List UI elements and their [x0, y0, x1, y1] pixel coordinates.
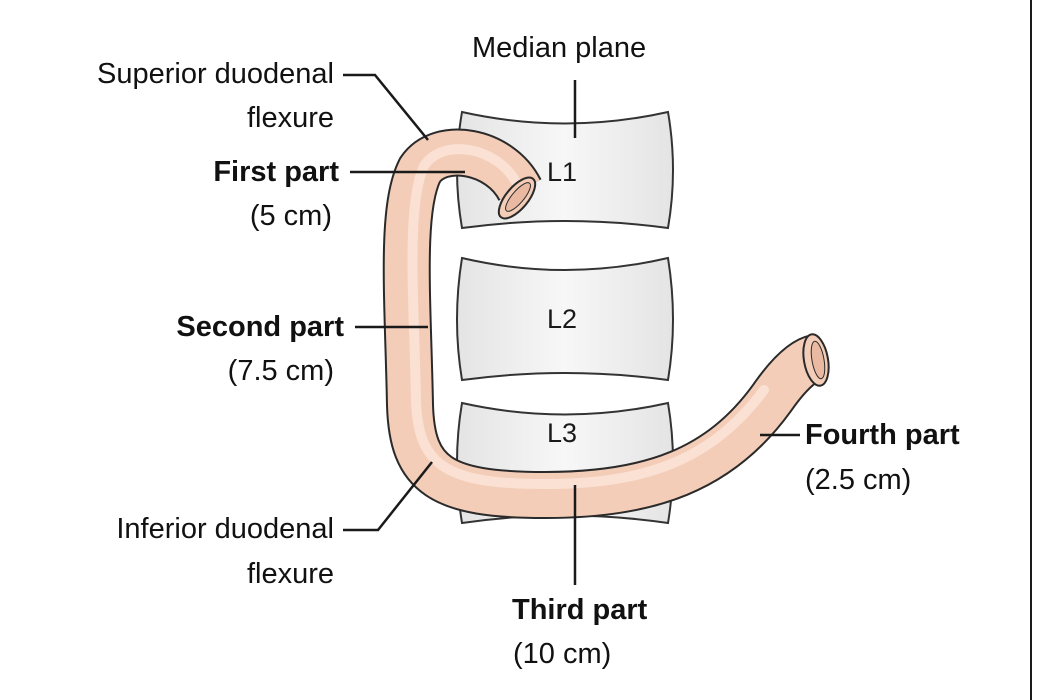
vertebra-l1-label: L1: [547, 157, 578, 187]
superior-flexure-label-line2: flexure: [246, 102, 334, 134]
inferior-flexure-label-line1: Inferior duodenal: [116, 513, 334, 545]
fourth-part-label: Fourth part: [805, 419, 960, 451]
first-part-length: (5 cm): [249, 200, 332, 232]
third-part-label: Third part: [512, 594, 648, 626]
superior-flexure-leader: [343, 73, 429, 141]
fourth-part-length: (2.5 cm): [805, 464, 912, 496]
vertebra-l3-label: L3: [547, 418, 578, 448]
right-border-line: [1030, 0, 1032, 700]
vertebra-l2-body: [456, 256, 674, 382]
second-part-length: (7.5 cm): [227, 355, 334, 387]
leader-lines: [343, 73, 800, 585]
superior-flexure-label-line1: Superior duodenal: [96, 58, 334, 90]
median-plane-label: Median plane: [472, 32, 647, 64]
first-part-label: First part: [213, 156, 339, 188]
second-part-label: Second part: [176, 311, 344, 343]
fourth-part-lumen-inner: [810, 340, 826, 380]
first-part-lumen-inner: [505, 182, 531, 212]
vertebra-l2-label: L2: [547, 304, 578, 334]
inferior-flexure-leader: [343, 461, 433, 532]
third-part-length: (10 cm): [513, 638, 612, 670]
duodenum-highlight: [407, 144, 769, 490]
inferior-flexure-label-line2: flexure: [246, 558, 334, 590]
